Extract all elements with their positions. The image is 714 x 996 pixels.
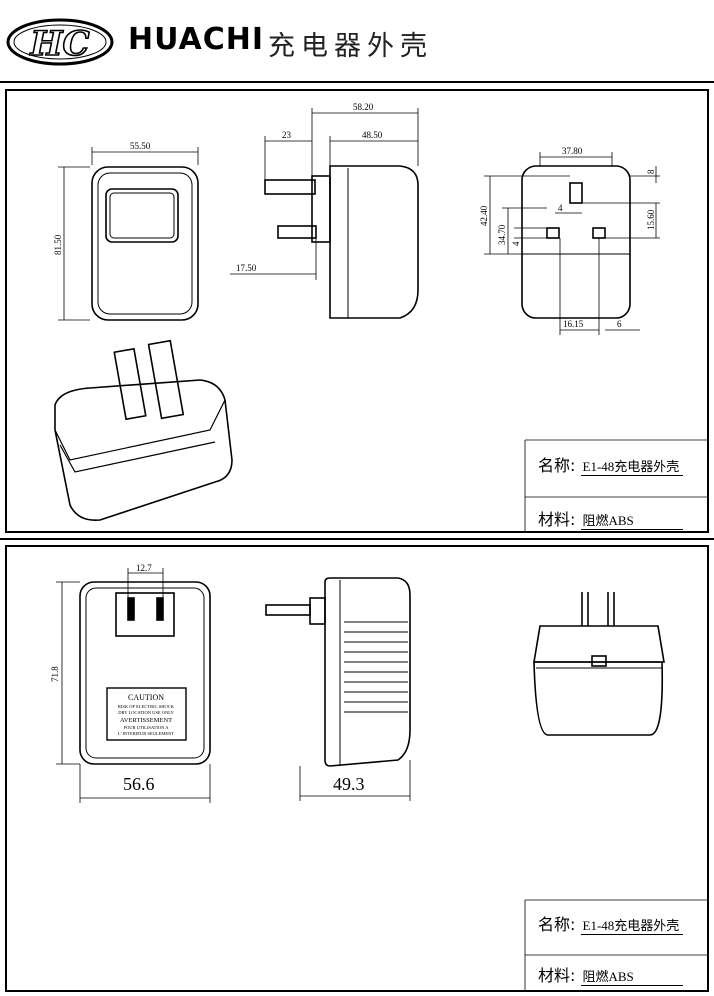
title-block-bottom-name: 名称: E1-48充电器外壳 (538, 911, 684, 935)
face-view-slot-top (569, 182, 583, 204)
dim-side-body: 48.50 (362, 130, 383, 140)
front-view-window (105, 188, 179, 243)
title-block-top-material: 材料: 阻燃ABS (538, 506, 683, 530)
logo-ellipse (6, 18, 114, 66)
dim-front-height: 81.50 (53, 234, 63, 255)
front-view-pins-b (115, 592, 175, 637)
material-value: 阻燃ABS (580, 510, 683, 530)
dim-front-width: 55.50 (130, 141, 151, 151)
dim-width-b: 56.6 (123, 774, 155, 794)
iso-view-body (54, 379, 233, 522)
dim-depth-b: 49.3 (333, 774, 365, 794)
name-label: 名称: (538, 456, 576, 475)
caution-line-4: AVERTISSEMENT (120, 717, 172, 724)
dim-face-height: 42.40 (479, 205, 489, 226)
material-label-b: 材料: (538, 966, 576, 985)
caution-label-box (106, 687, 187, 741)
dim-pin-spacing-b: 12.7 (136, 563, 152, 573)
caution-line-5: POUR UTILISATION A (124, 725, 170, 730)
name-value-b: E1-48充电器外壳 (580, 915, 684, 935)
front-view-body (91, 166, 199, 321)
header-graphics: HC (0, 18, 714, 83)
logo-text: HC (29, 24, 89, 64)
dim-side-pin: 23 (282, 130, 292, 140)
side-view-body-b (324, 577, 411, 767)
dim-pin-width: 6 (617, 319, 622, 329)
dim-side-pin-offset: 17.50 (236, 263, 257, 273)
name-value: E1-48充电器外壳 (580, 456, 684, 476)
dim-face-width: 37.80 (562, 146, 583, 156)
page-title: 充电器外壳 (268, 31, 433, 62)
dim-face-inner: 34.70 (497, 224, 507, 245)
title-block-top-name: 名称: E1-48充电器外壳 (538, 452, 684, 476)
header: HC HUACHI 充电器外壳 (0, 0, 714, 84)
logo-ellipse-inner (13, 24, 107, 60)
face-view-slot-left (546, 227, 560, 239)
name-label-b: 名称: (538, 915, 576, 934)
face-view-body (521, 165, 631, 319)
caution-line-2: RISK OF ELECTRIC SHOCK (118, 704, 175, 709)
side-view-pin-top (264, 179, 316, 195)
dim-pin-drop: 15.60 (646, 209, 656, 230)
side-view-body (329, 165, 419, 319)
dim-pin-spacing: 16.15 (563, 319, 584, 329)
dim-height-b: 71.8 (50, 666, 60, 682)
side-view-pin-b (265, 604, 311, 616)
material-value-b: 阻燃ABS (580, 966, 683, 986)
brand-name: HUACHI (128, 22, 265, 57)
material-label: 材料: (538, 510, 576, 529)
title-block-bottom-material: 材料: 阻燃ABS (538, 962, 683, 986)
front-view-body-b (79, 581, 211, 765)
caution-line-6: L' INTERIEUR SEULEMENT (118, 731, 175, 736)
panel-bottom (5, 545, 709, 992)
dim-pin-gap2: 4 (511, 241, 521, 246)
dim-pin-top: 8 (646, 169, 656, 174)
side-view-pin-bottom (277, 225, 317, 239)
dim-side-total: 58.20 (353, 102, 374, 112)
caution-line-3: DRY LOCATION USE ONLY (118, 710, 174, 715)
caution-title: CAUTION (128, 693, 164, 702)
panel-top (5, 89, 709, 533)
dim-pin-gap: 4 (558, 203, 563, 213)
